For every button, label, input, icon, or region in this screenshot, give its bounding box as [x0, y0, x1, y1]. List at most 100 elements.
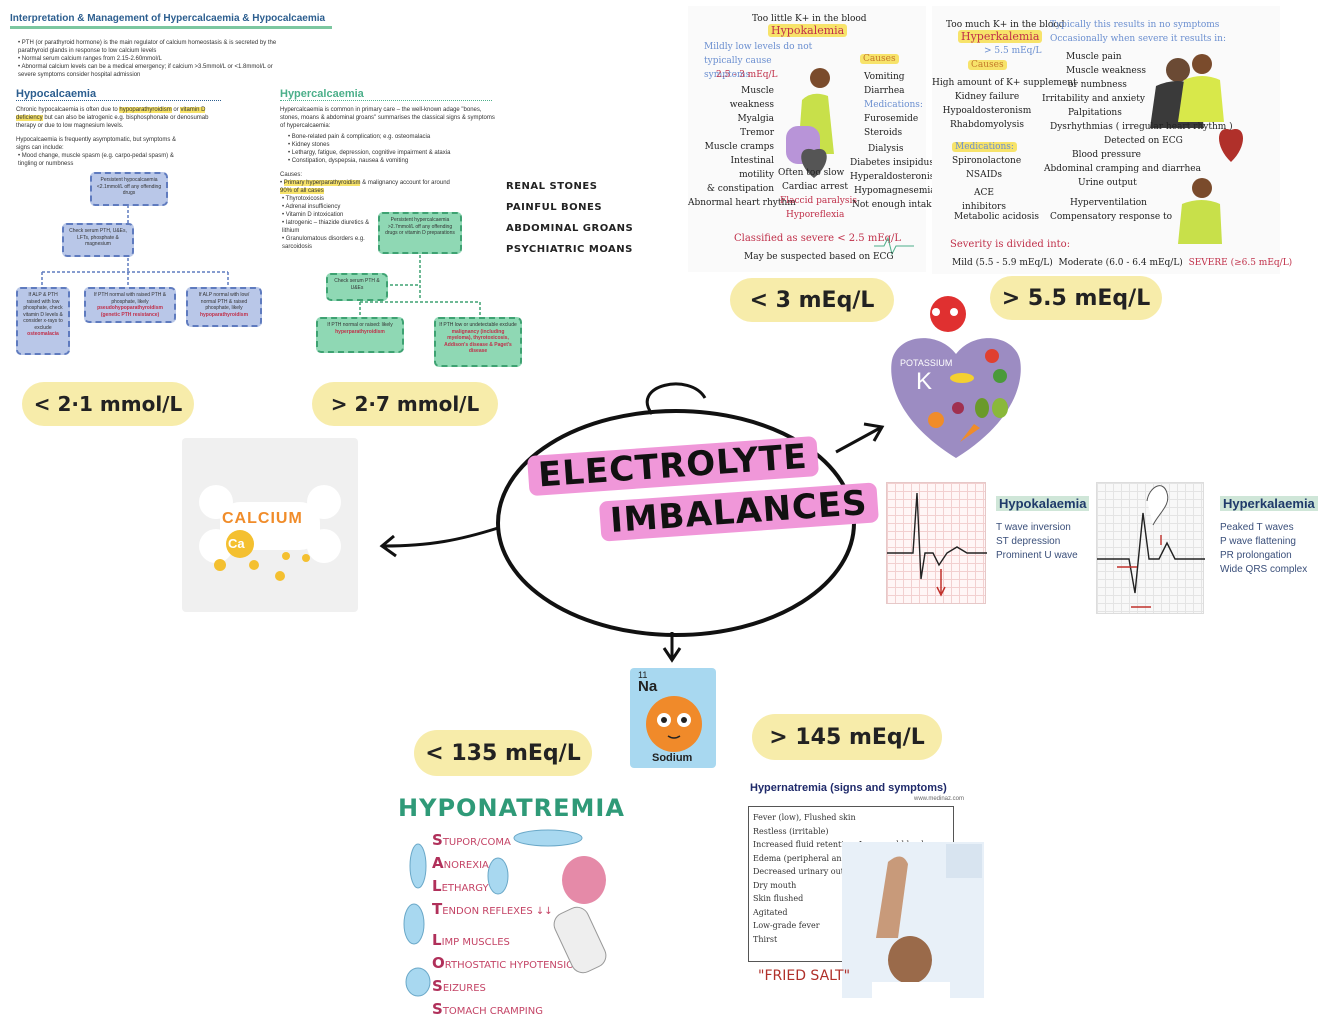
ecg-sign: P wave flattening — [1220, 536, 1296, 547]
sodium-high-threshold: > 145 mEq/L — [752, 714, 942, 760]
symptom-item: or numbness — [1068, 80, 1127, 90]
cause-item: Vomiting — [864, 72, 905, 82]
center-bubble: ELECTROLYTE IMBALANCES — [520, 436, 879, 566]
salt-item: STUPOR/COMA — [432, 831, 511, 849]
hyper-flow-mid: Check serum PTH & U&Es — [326, 273, 388, 301]
potassium-low-threshold: < 3 mEq/L — [730, 278, 894, 322]
salt-item: LETHARGY — [432, 877, 489, 895]
ecg-trace-icon — [874, 236, 914, 256]
mnemonic-line: PAINFUL BONES — [506, 202, 603, 213]
hypo-flow-center: If PTH normal with raised PTH & phosphat… — [84, 287, 176, 323]
calcium-symbol: Ca — [228, 536, 245, 551]
calcium-document: Interpretation & Management of Hypercalc… — [10, 8, 530, 373]
hypernatremia-item: Low-grade fever — [753, 921, 820, 930]
meds-label: Medications: — [864, 100, 923, 110]
salt-item: SEIZURES — [432, 977, 486, 995]
hypercalcaemia-symptoms: Bone-related pain & complication; e.g. o… — [280, 133, 500, 165]
cause-item: Kidney failure — [954, 92, 1020, 102]
hypocalcaemia-heading: Hypocalcaemia — [16, 88, 221, 101]
ecg-sign: PR prolongation — [1220, 550, 1292, 561]
hypocalcaemia-text2: Hypocalcaemia is frequently asymptomatic… — [16, 137, 177, 151]
hyperkalemia-symptoms: Muscle pain Muscle weakness or numbness … — [1042, 50, 1233, 210]
note-line: Occasionally when severe it results in: — [1050, 34, 1227, 44]
hypocalcaemia-bullet: Mood change, muscle spasm (e.g. carpo-pe… — [18, 152, 188, 168]
hyperkalemia-compensatory: Compensatory response to — [1050, 212, 1173, 222]
meds-label: Medications: — [952, 140, 1017, 154]
hyperkalemia-notes: Too much K+ in the blood Hyperkalemia > … — [932, 6, 1292, 274]
symptom-item: Detected on ECG — [1104, 136, 1183, 146]
symptom-item: Muscle weakness — [1066, 66, 1146, 76]
ecg-sign: Wide QRS complex — [1220, 564, 1308, 575]
mnemonic-line: PSYCHIATRIC MOANS — [506, 244, 633, 255]
symptom-item: Kidney stones — [288, 141, 500, 149]
causes-main: • Primary hyperparathyroidism & malignan… — [280, 180, 450, 194]
hypo-flow-mid: Check serum PTH, U&Es, LFTs, phosphate &… — [62, 223, 134, 257]
hypernatremia-item: Decreased urinary output — [753, 867, 858, 876]
hypocalcaemia-text: Chronic hypocalcaemia is often due to hy… — [16, 107, 209, 129]
hypo-flow-left: If ALP & PTH raised with low phosphate, … — [16, 287, 70, 355]
hypernatremia-item: Edema (peripheral and pitting) — [753, 853, 880, 863]
hyperkalemia-meds: Medications: Spironolactone NSAIDs ACE i… — [952, 140, 1021, 214]
hypokalemia-severe: Classified as severe < 2.5 mEq/L — [734, 233, 902, 244]
extra-item: Hyporeflexia — [786, 210, 845, 220]
heart-icon — [1218, 128, 1244, 162]
calcium-high-threshold: > 2·7 mmol/L — [312, 382, 498, 426]
symptom-item: Muscle cramps — [704, 142, 774, 152]
hypokalemia-ecg: May be suspected based on ECG — [744, 252, 894, 262]
salt-item: LIMP MUSCLES — [432, 931, 510, 949]
med-item: NSAIDs — [966, 170, 1002, 180]
hypokalemia-causes: Vomiting Diarrhea Medications: Furosemid… — [864, 70, 923, 140]
salt-item: ANOREXIA — [432, 854, 489, 872]
symptom-item: Muscle weakness — [729, 86, 774, 110]
heart-icon — [801, 148, 827, 178]
cause-item: Vitamin D intoxication — [282, 211, 370, 219]
hyper-flow-left: If PTH normal or raised: likely hyperpar… — [316, 317, 404, 353]
symptom-item: Dysrhythmias ( irregular heart rhythm ) — [1050, 122, 1233, 132]
cause-item: Not enough intake — [852, 200, 937, 210]
heart-fruit-icon — [891, 296, 1021, 458]
center-title-line2: IMBALANCES — [598, 482, 879, 542]
symptom-item: Myalgia — [737, 114, 774, 124]
extra-item: Often too slow — [778, 168, 845, 178]
calcium-tile: CALCIUM Ca — [182, 438, 358, 612]
severity-label: Severity is divided into: — [950, 239, 1071, 250]
hypo-flow-right: If ALP normal with low/ normal PTH & rai… — [186, 287, 262, 327]
cause-item: Hypomagnesemia — [854, 186, 936, 196]
hypernatremia-item: Skin flushed — [753, 894, 804, 903]
hypercalcaemia-heading: Hypercalcaemia — [280, 88, 492, 101]
severity-moderate: Moderate (6.0 - 6.4 mEq/L) — [1058, 258, 1183, 268]
sodium-symbol: Na — [638, 678, 658, 695]
hypocalcaemia-flow-lines — [41, 205, 229, 288]
ecg-hypokalaemia-info: Hypokalaemia T wave inversion ST depress… — [996, 496, 1090, 563]
potassium-label: POTASSIUM — [900, 358, 953, 368]
hypokalemia-title: Hypokalemia — [768, 24, 848, 38]
hypokalemia-symptoms: Muscle weakness Myalgia Tremor Muscle cr… — [688, 84, 796, 210]
hyperkalemia-top: Too much K+ in the blood — [946, 20, 1065, 30]
ecg-hyperkalaemia-strip — [1096, 482, 1205, 614]
hypernatremia-item: Agitated — [753, 907, 788, 917]
sick-man-icon — [1178, 54, 1224, 122]
symptom-item: Constipation, dyspepsia, nausea & vomiti… — [288, 157, 500, 165]
calcium-doc-title: Interpretation & Management of Hypercalc… — [10, 13, 332, 29]
cause-item: Dialysis — [868, 144, 904, 154]
mnemonic-line: ABDOMINAL GROANS — [506, 223, 634, 234]
symptom-item: Lethargy, fatigue, depression, cognitive… — [288, 149, 500, 157]
hyponatremia-illustration-icon — [403, 829, 607, 997]
calcium-low-threshold: < 2·1 mmol/L — [22, 382, 194, 426]
symptom-item: & constipation — [706, 184, 774, 194]
hypokalemia-top: Too little K+ in the blood — [752, 14, 867, 24]
sodium-low-threshold: < 135 mEq/L — [414, 730, 592, 776]
cause-item: High amount of K+ supplement — [932, 78, 1077, 88]
potassium-symbol: K — [916, 368, 933, 395]
ecg-hypokalaemia-icon — [887, 492, 987, 597]
symptom-item: Abnormal heart rhythm — [688, 198, 796, 208]
hypocalcaemia-section: Hypocalcaemia Chronic hypocalcaemia is o… — [16, 84, 256, 168]
hyperkalemia-range: > 5.5 mEq/L — [984, 46, 1042, 56]
cause-item: Diabetes insipidus — [850, 158, 934, 168]
ecg-sign: T wave inversion — [996, 522, 1071, 533]
intro-bullet: PTH (or parathyroid hormone) is the main… — [18, 39, 278, 55]
causes-label: Causes: — [280, 172, 303, 178]
hypokalemia-notes: Too little K+ in the blood Hypokalemia M… — [688, 6, 943, 272]
extra-item: Flaccid paralysis — [780, 196, 857, 206]
hyperkalemia-title: Hyperkalemia — [958, 30, 1043, 44]
